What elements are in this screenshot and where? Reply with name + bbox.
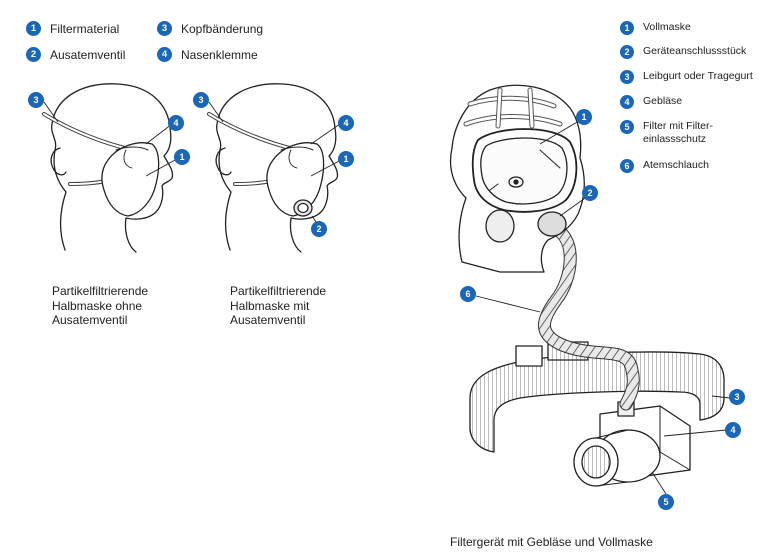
legend-number-badge: 1: [620, 21, 634, 35]
svg-text:2: 2: [587, 188, 592, 198]
callout-badge: 4: [168, 115, 184, 131]
svg-text:5: 5: [663, 497, 668, 507]
svg-text:1: 1: [179, 152, 184, 162]
svg-text:3: 3: [33, 95, 38, 105]
legend-item-geblaese: 4 Gebläse: [620, 95, 682, 109]
callout-badge: 3: [193, 92, 209, 108]
legend-label-line2: einlassschutz: [643, 133, 707, 145]
legend-label: Filter mit Filter- einlassschutz: [643, 120, 713, 146]
legend-label: Filtermaterial: [50, 21, 120, 36]
caption-line: Ausatemventil: [230, 313, 306, 327]
head-without-valve-illustration: [42, 83, 174, 253]
svg-text:3: 3: [198, 95, 203, 105]
svg-text:4: 4: [343, 118, 348, 128]
legend-label: Kopfbänderung: [181, 21, 264, 36]
legend-item-kopfbaenderung: 3 Kopfbänderung: [157, 21, 263, 36]
legend-label: Atemschlauch: [643, 159, 709, 171]
callout-badge: 1: [576, 109, 592, 125]
callout-badge: 4: [725, 422, 741, 438]
legend-number-badge: 3: [620, 70, 634, 84]
head-with-valve-illustration: [207, 83, 339, 253]
svg-text:4: 4: [730, 425, 735, 435]
legend-number-badge: 2: [26, 47, 41, 62]
legend-label: Nasenklemme: [181, 47, 258, 62]
caption-line: Ausatemventil: [52, 313, 128, 327]
caption-line: Halbmaske mit: [230, 298, 310, 313]
svg-text:6: 6: [465, 289, 470, 299]
callout-badge: 3: [729, 389, 745, 405]
legend-item-leibgurt: 3 Leibgurt oder Tragegurt: [620, 70, 753, 84]
blower-system-illustration: [449, 84, 725, 487]
legend-number-badge: 2: [620, 45, 634, 59]
caption-mask-with-valve: Partikelfiltrierende Halbmaske mit Ausat…: [230, 284, 326, 328]
legend-label-line1: Filter mit Filter-: [643, 120, 713, 132]
callout-badge: 3: [28, 92, 44, 108]
caption-line: Partikelfiltrierende: [230, 284, 327, 298]
legend-number-badge: 1: [26, 21, 41, 36]
legend-label: Ausatemventil: [50, 47, 126, 62]
callout-badge: 1: [338, 151, 354, 167]
head1-callouts: 3 4 1: [28, 92, 190, 177]
legend-item-filtermaterial: 1 Filtermaterial: [26, 21, 119, 36]
callout-badge: 4: [338, 115, 354, 131]
callout-badge: 1: [174, 149, 190, 165]
callout-badge: 2: [582, 185, 598, 201]
svg-text:2: 2: [316, 224, 321, 234]
callout-badge: 6: [460, 286, 476, 302]
svg-text:3: 3: [734, 392, 739, 402]
callout-badge: 5: [658, 494, 674, 510]
svg-text:4: 4: [173, 118, 178, 128]
svg-text:1: 1: [343, 154, 348, 164]
legend-item-ausatemventil: 2 Ausatemventil: [26, 47, 125, 62]
legend-number-badge: 3: [157, 21, 172, 36]
legend-item-nasenklemme: 4 Nasenklemme: [157, 47, 258, 62]
legend-item-geraeteanschlussstueck: 2 Geräteanschlussstück: [620, 45, 746, 59]
caption-line: Halbmaske ohne: [52, 298, 143, 313]
legend-item-atemschlauch: 6 Atemschlauch: [620, 159, 709, 173]
legend-number-badge: 4: [157, 47, 172, 62]
blower-callouts: 1 2 6 3 4 5: [460, 109, 745, 510]
legend-label: Leibgurt oder Tragegurt: [643, 70, 753, 82]
legend-number-badge: 4: [620, 95, 634, 109]
legend-number-badge: 5: [620, 120, 634, 134]
legend-item-filter: 5 Filter mit Filter- einlassschutz: [620, 120, 713, 146]
legend-item-vollmaske: 1 Vollmaske: [620, 21, 691, 35]
legend-label: Gebläse: [643, 95, 683, 107]
legend-number-badge: 6: [620, 159, 634, 173]
svg-text:1: 1: [581, 112, 586, 122]
legend-label: Vollmaske: [643, 21, 691, 33]
legend-label: Geräteanschlussstück: [643, 45, 747, 57]
caption-mask-without-valve: Partikelfiltrierende Halbmaske ohne Ausa…: [52, 284, 148, 328]
callout-badge: 2: [311, 221, 327, 237]
caption-blower-device: Filtergerät mit Gebläse und Vollmaske: [450, 535, 653, 549]
head2-callouts: 3 4 1 2: [193, 92, 354, 237]
caption-line: Partikelfiltrierende: [52, 284, 149, 298]
